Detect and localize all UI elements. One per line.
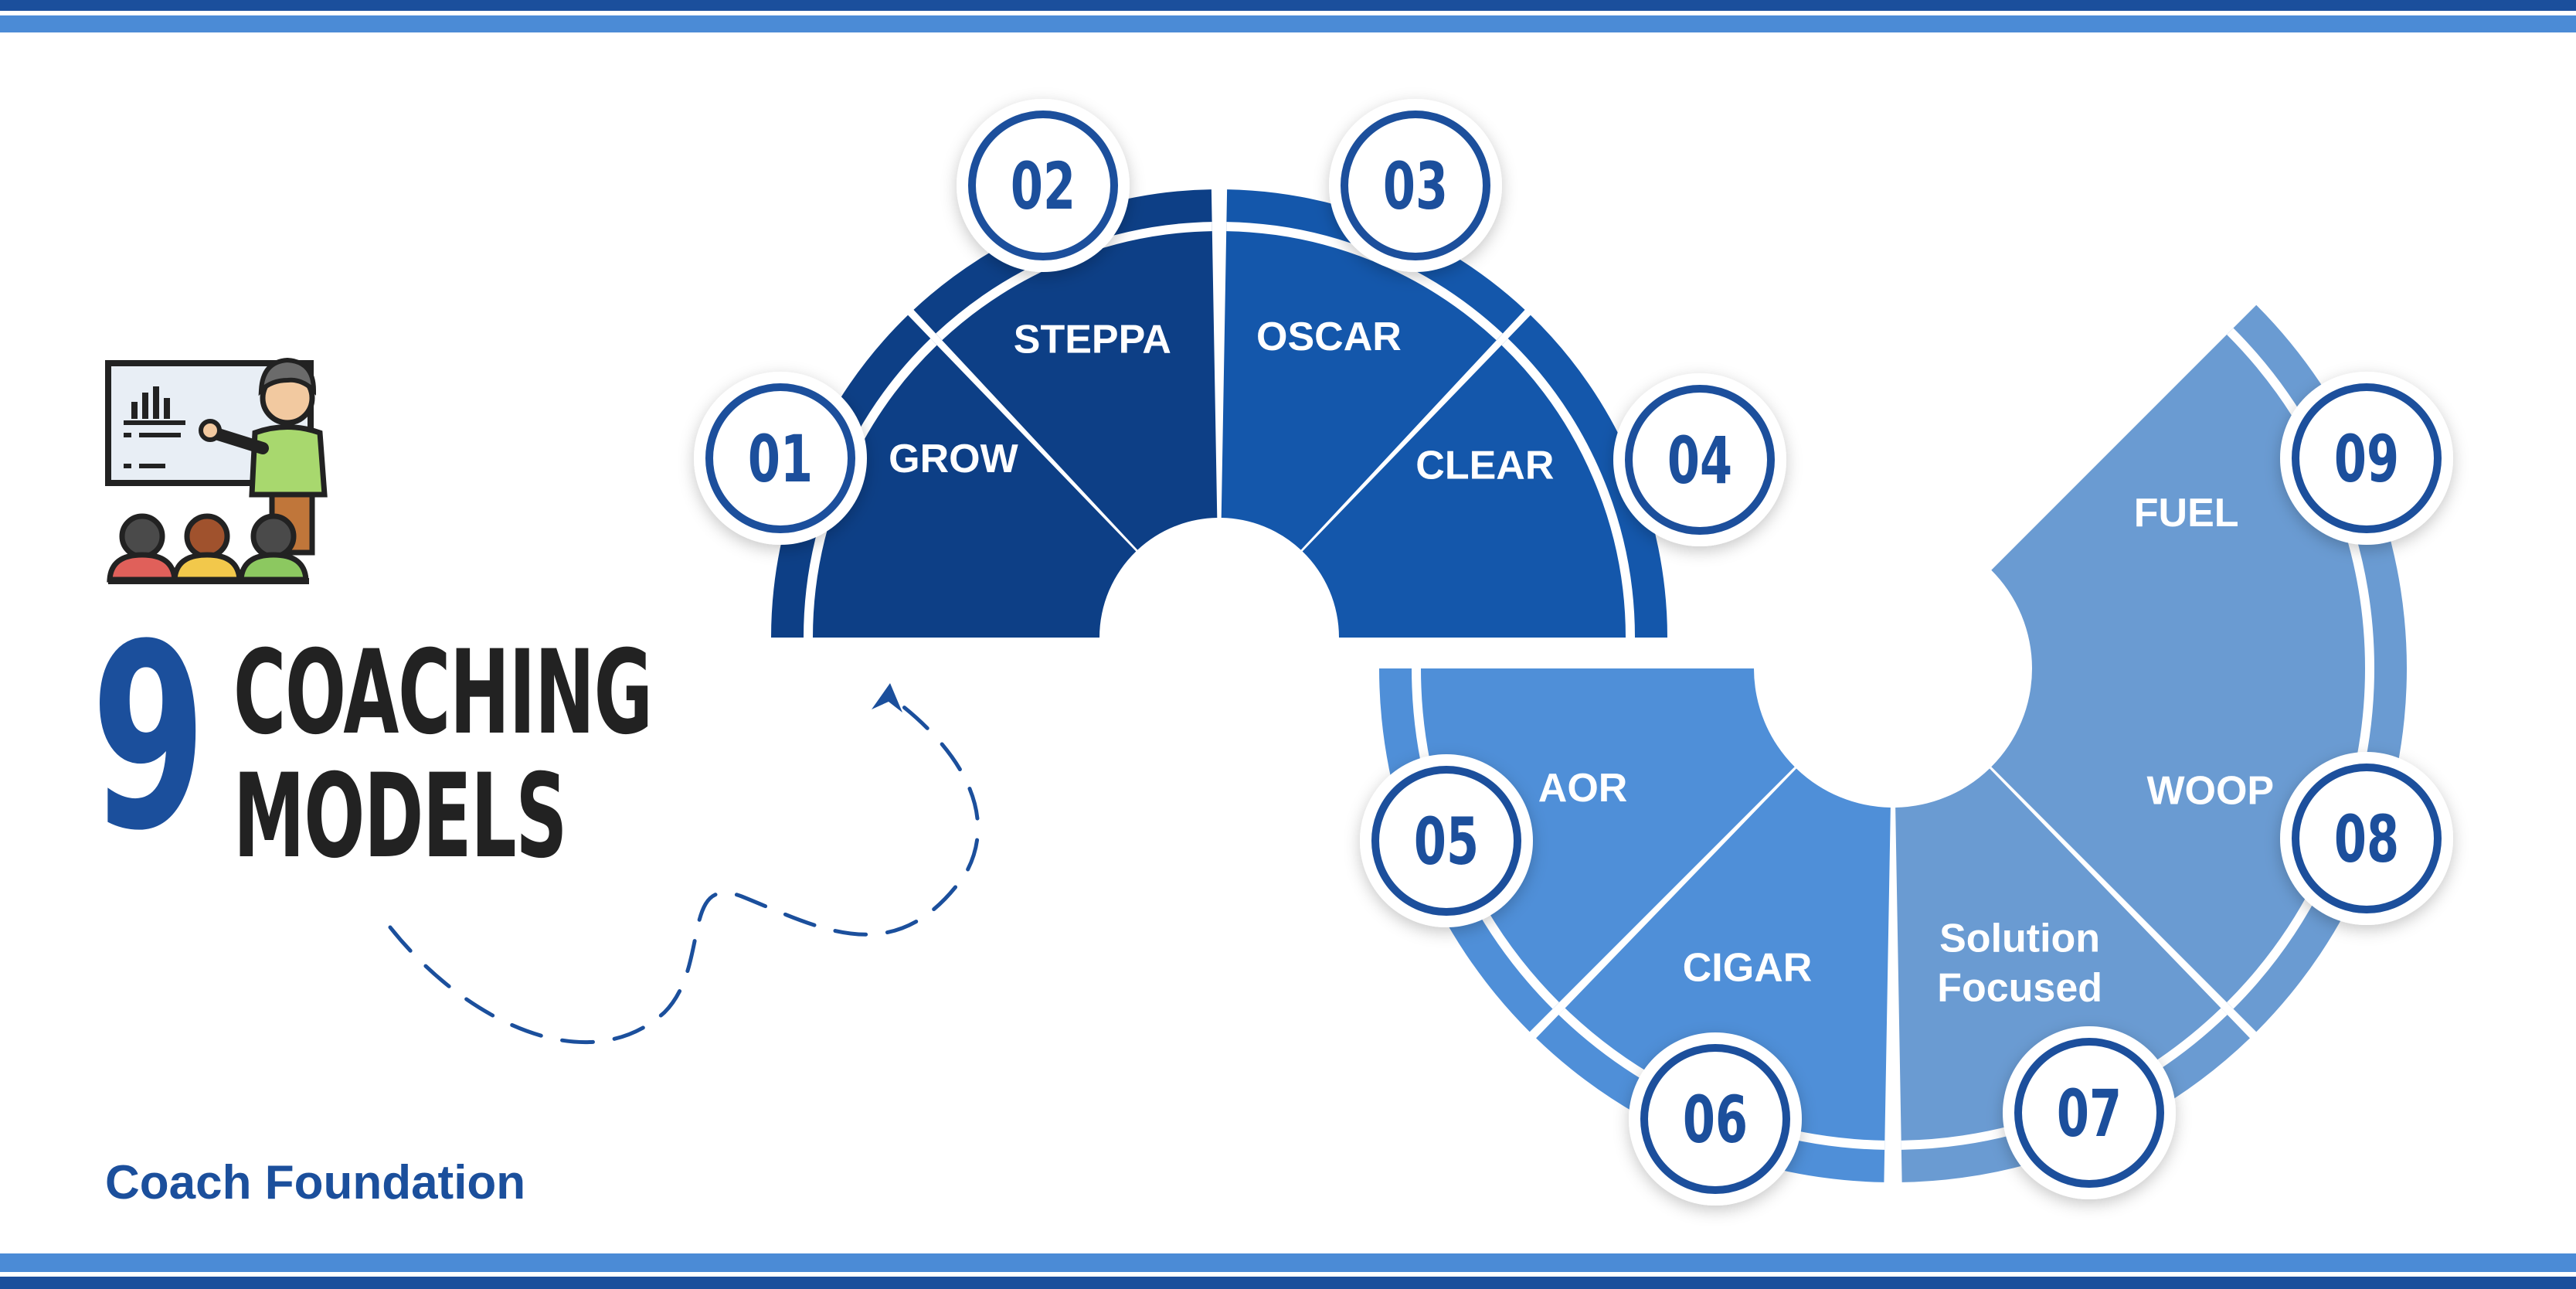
model-segment-04: CLEAR <box>1302 315 1667 638</box>
model-name-08: WOOP <box>2146 769 2274 814</box>
bottom-border-light <box>0 1253 2576 1272</box>
model-name-04: CLEAR <box>1415 444 1554 488</box>
model-name-05: AOR <box>1538 766 1628 811</box>
badge-ring <box>968 111 1118 260</box>
badge-number: 06 <box>1683 1083 1748 1158</box>
number-badge-02: 02 <box>957 99 1130 272</box>
top-border-dark <box>0 0 2576 11</box>
number-badge-07: 07 <box>2003 1026 2176 1199</box>
segment-shape <box>1991 668 2407 1032</box>
brand-name: Coach Foundation <box>105 1156 526 1209</box>
number-badge-09: 09 <box>2280 372 2453 545</box>
number-badge-04: 04 <box>1613 373 1786 546</box>
segment-shape <box>1302 315 1667 638</box>
segment-shape <box>913 189 1218 550</box>
model-segment-09: FUEL <box>1991 304 2407 669</box>
number-badge-01: 01 <box>694 372 867 545</box>
badge-ring <box>2292 383 2442 533</box>
teacher-presentation-icon <box>105 357 328 584</box>
badge-number: 09 <box>2334 422 2399 498</box>
segment-shape <box>1536 768 1891 1182</box>
badge-ring <box>2292 764 2442 913</box>
number-badge-08: 08 <box>2280 752 2453 925</box>
model-name-03: OSCAR <box>1256 315 1402 359</box>
number-badge-05: 05 <box>1360 754 1533 927</box>
number-badge-03: 03 <box>1329 99 1502 272</box>
badge-number: 02 <box>1011 149 1076 225</box>
badge-number: 08 <box>2334 802 2399 878</box>
badge-ring <box>1341 111 1490 260</box>
badge-number: 04 <box>1667 423 1732 499</box>
segment-shape <box>771 315 1137 638</box>
badge-number: 03 <box>1383 149 1448 225</box>
badge-ring <box>1640 1044 1790 1194</box>
segment-shape <box>1991 304 2407 668</box>
bottom-border-dark <box>0 1277 2576 1289</box>
number-badges: 01 02 03 04 05 06 07 08 09 <box>694 99 2453 1206</box>
title-line-1: COACHING <box>233 626 653 760</box>
model-name-01: GROW <box>889 437 1018 481</box>
title-line-2: MODELS <box>233 750 567 884</box>
segment-accent-line <box>1501 338 1635 638</box>
badge-ring <box>1371 766 1521 916</box>
model-segment-02: STEPPA <box>913 189 1218 550</box>
segment-shape <box>1379 668 1795 1032</box>
badge-ring <box>705 383 855 533</box>
badge-number: 07 <box>2057 1076 2122 1152</box>
model-name-02: STEPPA <box>1014 317 1171 362</box>
badge-ring <box>2014 1038 2164 1188</box>
badge-number: 01 <box>748 422 813 498</box>
dashed-arrow <box>388 683 980 1044</box>
segment-shape <box>1221 189 1525 550</box>
badge-number: 05 <box>1414 804 1479 880</box>
model-name-06: CIGAR <box>1683 945 1813 990</box>
title-number: 9 <box>91 590 206 886</box>
badge-ring <box>1625 385 1775 535</box>
top-border-light <box>0 15 2576 32</box>
model-name-09: FUEL <box>2134 491 2239 536</box>
number-badge-06: 06 <box>1629 1032 1802 1206</box>
model-segment-08: WOOP <box>1991 668 2407 1032</box>
